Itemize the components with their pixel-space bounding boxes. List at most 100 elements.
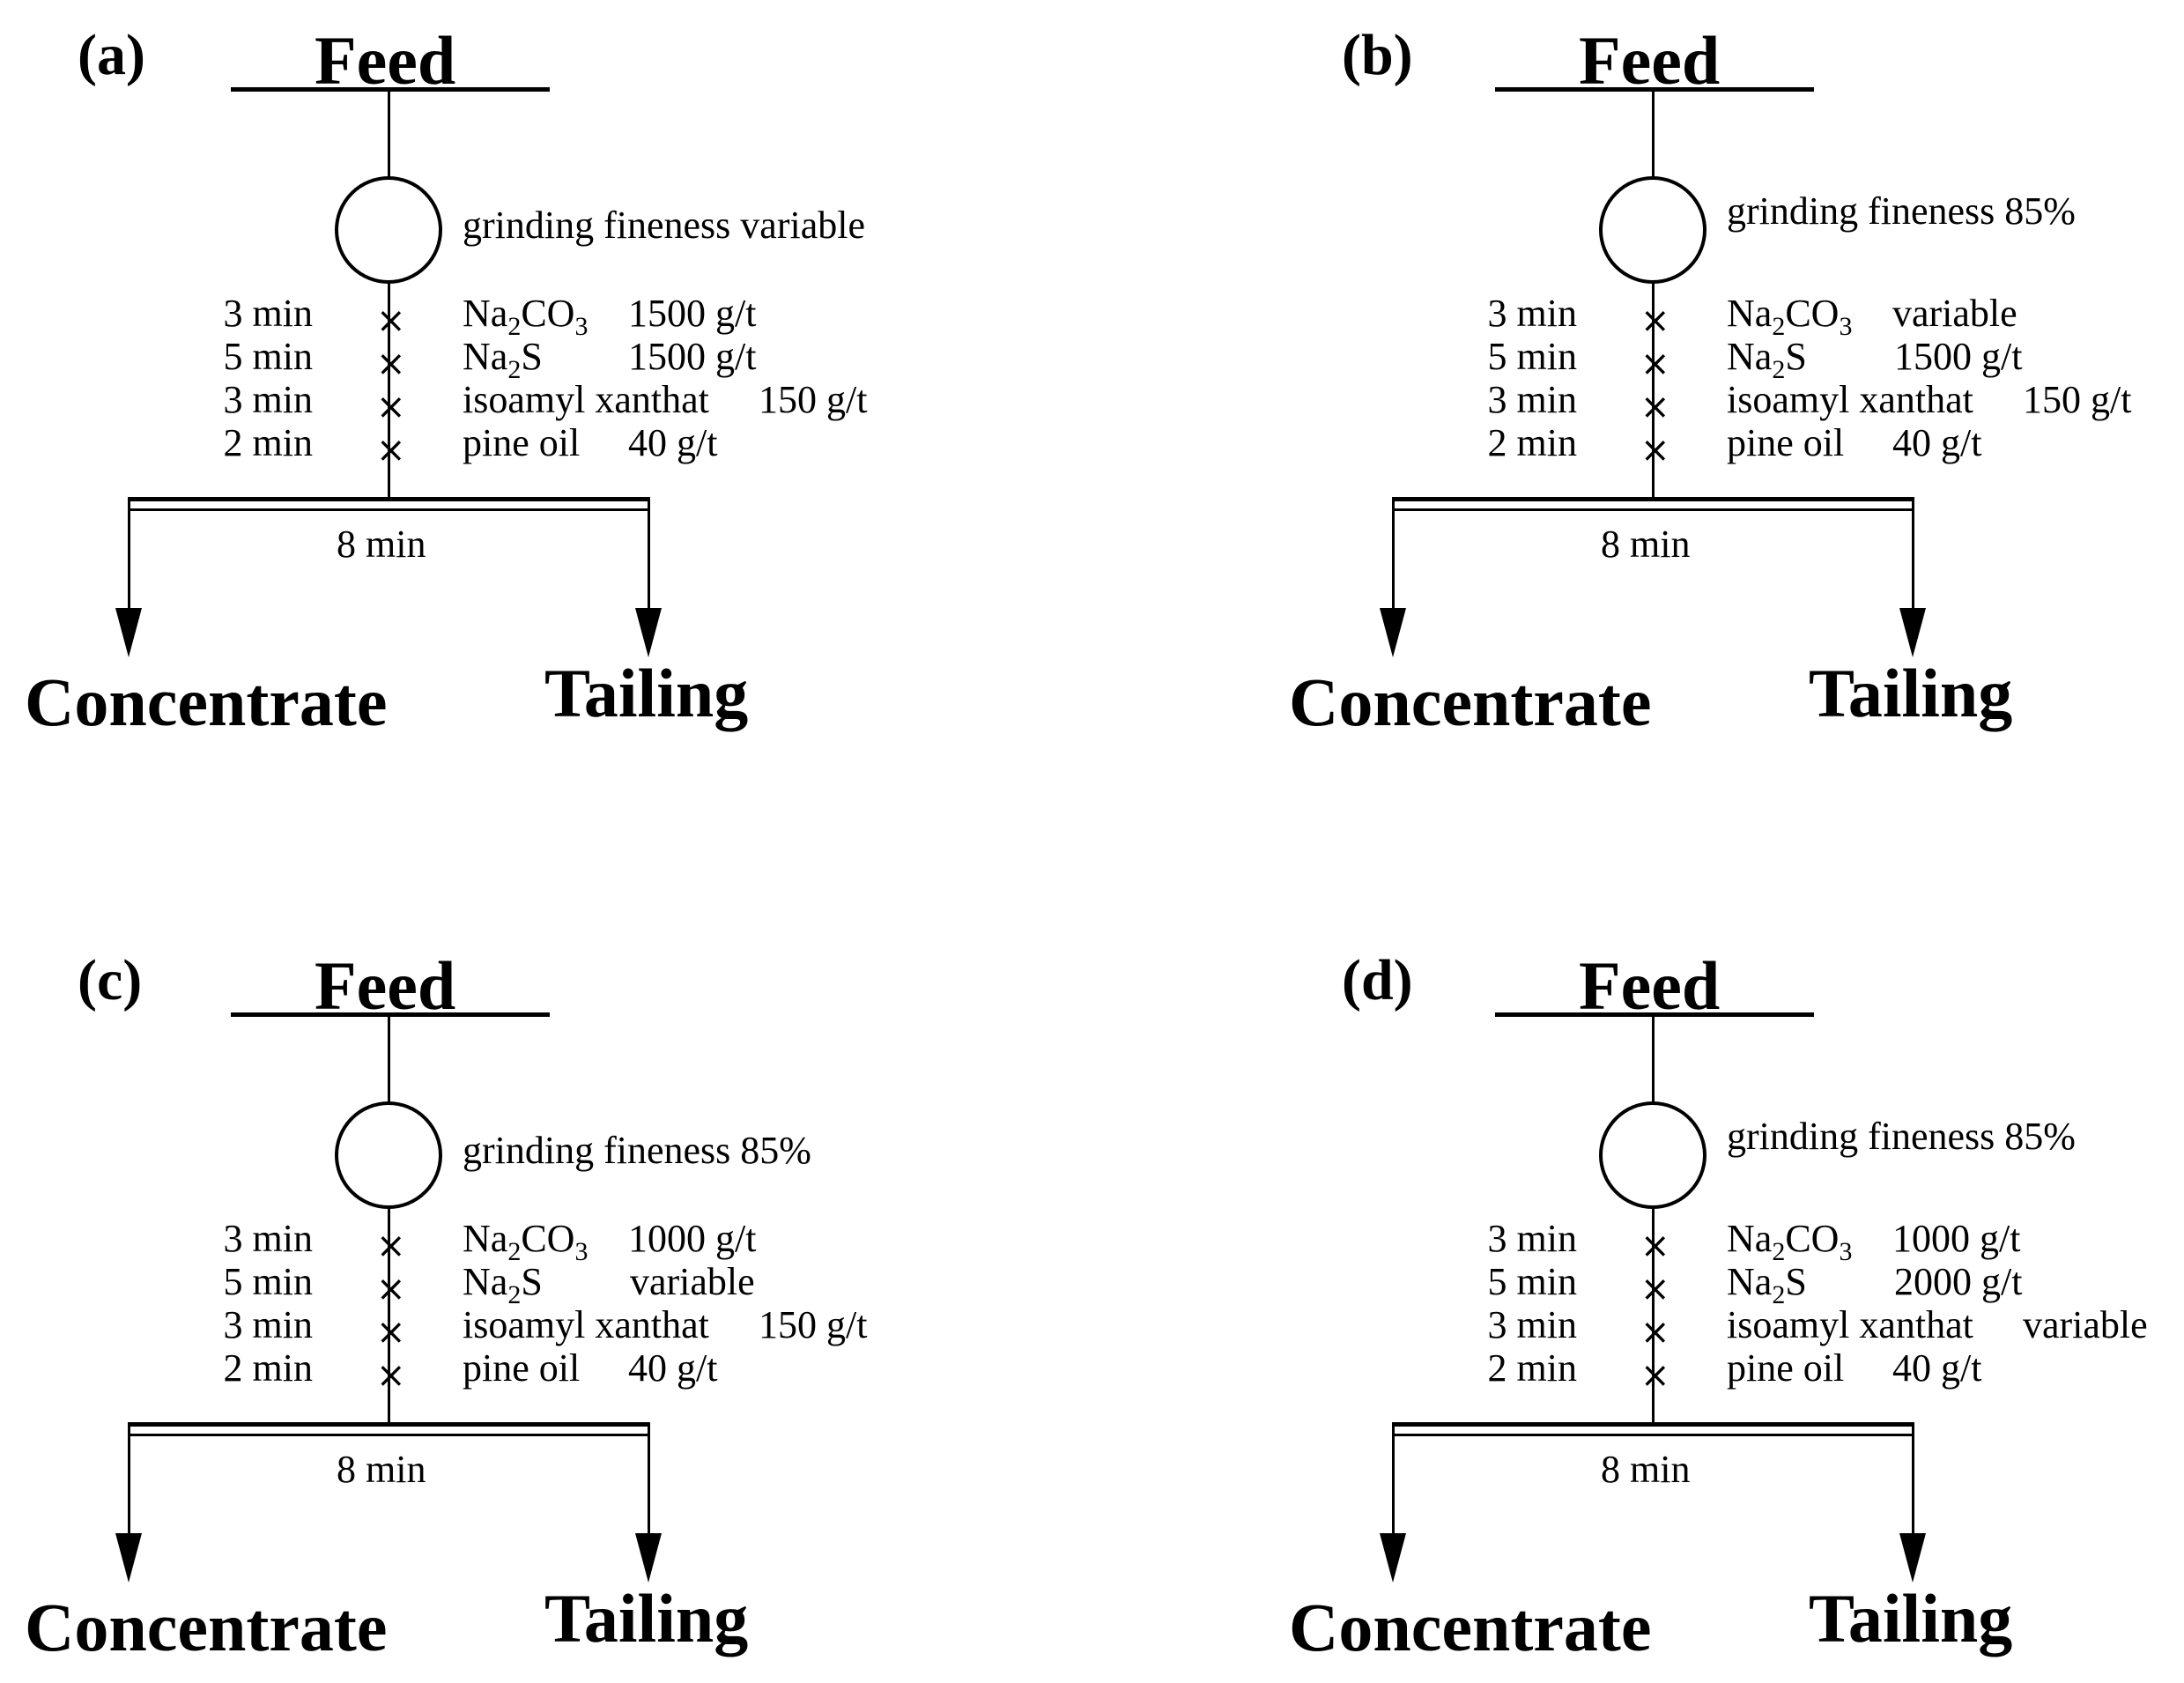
- grinding-label: grinding fineness 85%: [463, 1129, 811, 1172]
- reagent-dosage: 1000 g/t: [628, 1217, 757, 1260]
- conditioning-cross-icon: ×: [376, 1355, 406, 1396]
- feed-label: Feed: [1579, 22, 1721, 99]
- reagent-dosage: 150 g/t: [2023, 378, 2132, 421]
- feed-line: [1495, 1012, 1814, 1017]
- conditioning-time: 3 min: [1487, 1303, 1577, 1346]
- flotation-time: 8 min: [337, 1448, 426, 1491]
- tailing-flow-line: [648, 1435, 650, 1540]
- reagent-dosage: 1500 g/t: [1894, 335, 2023, 378]
- conditioning-cross-icon: ×: [1640, 1312, 1670, 1353]
- panel-label: (d): [1342, 948, 1413, 1012]
- reagent-name: Na2CO3: [1727, 292, 1853, 341]
- grinding-mill-circle: [335, 1101, 442, 1209]
- conditioning-time: 5 min: [223, 335, 313, 378]
- reagent-dosage: 1500 g/t: [628, 335, 757, 378]
- reagent-name: Na2S: [463, 335, 543, 384]
- conditioning-time: 3 min: [223, 378, 313, 421]
- reagent-name: Na2CO3: [463, 292, 589, 341]
- concentrate-arrow-icon: [1380, 1533, 1406, 1583]
- flow-line: [1652, 90, 1655, 180]
- conditioning-time: 3 min: [223, 1217, 313, 1260]
- flow-line: [1652, 282, 1655, 498]
- reagent-dosage: 150 g/t: [759, 1303, 868, 1346]
- conditioning-time: 5 min: [223, 1260, 313, 1303]
- reagent-dosage: variable: [630, 1260, 755, 1303]
- conditioning-time: 3 min: [223, 1303, 313, 1346]
- reagent-dosage: 40 g/t: [628, 421, 718, 464]
- reagent-dosage: 40 g/t: [1892, 421, 1982, 464]
- reagent-dosage: variable: [2023, 1303, 2148, 1346]
- flow-line: [388, 1015, 390, 1105]
- conditioning-time: 3 min: [1487, 378, 1577, 421]
- flotation-cell: [1392, 1422, 1914, 1436]
- feed-label: Feed: [1579, 947, 1721, 1024]
- conditioning-cross-icon: ×: [1640, 1269, 1670, 1309]
- flow-line: [388, 1207, 390, 1423]
- reagent-name: Na2S: [463, 1260, 543, 1309]
- concentrate-arrow-icon: [1380, 608, 1406, 657]
- feed-line: [231, 87, 550, 92]
- tailing-label: Tailing: [1809, 1580, 2013, 1657]
- flotation-time: 8 min: [337, 523, 426, 566]
- flotation-cell: [1392, 497, 1914, 511]
- flow-line: [388, 90, 390, 180]
- grinding-mill-circle: [1599, 176, 1706, 284]
- concentrate-arrow-icon: [115, 1533, 142, 1583]
- tailing-arrow-icon: [635, 608, 662, 657]
- reagent-name: pine oil: [463, 421, 581, 464]
- conditioning-cross-icon: ×: [1640, 1355, 1670, 1396]
- grinding-label: grinding fineness variable: [463, 204, 865, 247]
- grinding-label: grinding fineness 85%: [1727, 1115, 2076, 1158]
- flotation-time: 8 min: [1601, 1448, 1691, 1491]
- grinding-label: grinding fineness 85%: [1727, 189, 2076, 233]
- concentrate-flow-line: [128, 509, 130, 615]
- concentrate-label: Concentrate: [1289, 1589, 1652, 1665]
- concentrate-flow-line: [128, 1435, 130, 1540]
- conditioning-cross-icon: ×: [376, 344, 406, 384]
- tailing-flow-line: [648, 509, 650, 615]
- flow-line: [1652, 1015, 1655, 1105]
- reagent-dosage: 2000 g/t: [1894, 1260, 2023, 1303]
- conditioning-cross-icon: ×: [376, 1226, 406, 1266]
- reagent-name: pine oil: [1727, 1346, 1845, 1390]
- flotation-cell: [128, 1422, 650, 1436]
- flowsheet-panel: (b) Feed grinding fineness 85% 3 min × Na2CO3…: [1264, 0, 2184, 758]
- conditioning-cross-icon: ×: [1640, 430, 1670, 471]
- reagent-dosage: 40 g/t: [628, 1346, 718, 1390]
- conditioning-time: 2 min: [1487, 421, 1577, 464]
- reagent-name: pine oil: [1727, 421, 1845, 464]
- conditioning-time: 3 min: [223, 292, 313, 335]
- reagent-name: isoamyl xanthat: [1727, 1303, 1973, 1346]
- conditioning-cross-icon: ×: [376, 1312, 406, 1353]
- concentrate-flow-line: [1392, 509, 1395, 615]
- reagent-dosage: 40 g/t: [1892, 1346, 1982, 1390]
- concentrate-arrow-icon: [115, 608, 142, 657]
- panel-label: (b): [1342, 23, 1413, 87]
- tailing-label: Tailing: [544, 1580, 749, 1657]
- flotation-time: 8 min: [1601, 523, 1691, 566]
- conditioning-time: 2 min: [1487, 1346, 1577, 1390]
- reagent-name: isoamyl xanthat: [1727, 378, 1973, 421]
- feed-line: [1495, 87, 1814, 92]
- concentrate-label: Concentrate: [25, 664, 388, 740]
- conditioning-time: 2 min: [223, 421, 313, 464]
- reagent-dosage: 150 g/t: [759, 378, 868, 421]
- conditioning-time: 3 min: [1487, 1217, 1577, 1260]
- tailing-label: Tailing: [544, 655, 749, 731]
- reagent-name: isoamyl xanthat: [463, 378, 709, 421]
- reagent-dosage: variable: [1892, 292, 2017, 335]
- conditioning-cross-icon: ×: [1640, 1226, 1670, 1266]
- tailing-arrow-icon: [635, 1533, 662, 1583]
- conditioning-cross-icon: ×: [376, 1269, 406, 1309]
- conditioning-cross-icon: ×: [376, 300, 406, 341]
- tailing-arrow-icon: [1899, 608, 1926, 657]
- tailing-label: Tailing: [1809, 655, 2013, 731]
- grinding-mill-circle: [1599, 1101, 1706, 1209]
- reagent-name: pine oil: [463, 1346, 581, 1390]
- flotation-cell: [128, 497, 650, 511]
- concentrate-label: Concentrate: [25, 1589, 388, 1665]
- grinding-mill-circle: [335, 176, 442, 284]
- conditioning-time: 5 min: [1487, 335, 1577, 378]
